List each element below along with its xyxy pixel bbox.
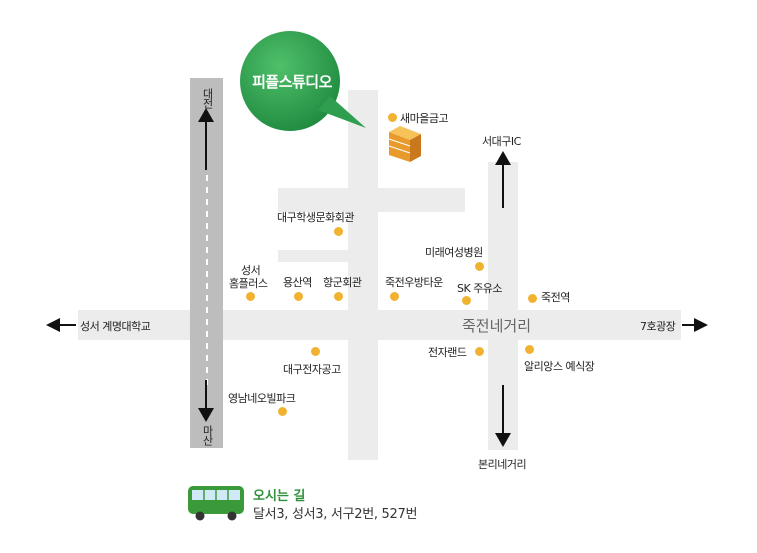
electronics-land-label: 전자랜드 (428, 346, 467, 359)
direction-north: 대전 (201, 88, 214, 108)
crossroad-small (278, 250, 348, 262)
direction-west: 성서 계명대학교 (80, 320, 151, 333)
sk-gas-label: SK 주유소 (457, 282, 503, 295)
building-icon (388, 126, 421, 162)
jukjeon-station-label: 죽전역 (541, 291, 570, 304)
bus-icon (188, 486, 244, 521)
jukjeon-post-dot (390, 292, 399, 301)
bus-directions-title: 오시는 길 (253, 489, 306, 504)
highway-lane-dash (206, 175, 208, 390)
direction-down-right: 본리네거리 (478, 458, 527, 471)
arrow-north-icon (198, 108, 214, 170)
crossroad-upper (278, 188, 465, 212)
homeplus-dot (246, 292, 255, 301)
mirae-hospital-dot (475, 262, 484, 271)
electronics-hs-label: 대구전자공고 (283, 363, 341, 376)
sk-gas-dot (462, 296, 471, 305)
speech-bubble (240, 31, 366, 131)
hyanggun-hall-dot (334, 292, 343, 301)
direction-south: 마산 (201, 425, 214, 445)
saemaeul-dot (388, 113, 397, 122)
bus-routes: 달서3, 성서3, 서구2번, 527번 (253, 507, 418, 522)
yeongnam-park-label: 영남네오빌파크 (228, 392, 296, 405)
hyanggun-hall-label: 향군회관 (323, 276, 362, 289)
direction-east: 7호광장 (640, 320, 676, 333)
jukjeon-post-label: 죽전우방타운 (385, 276, 443, 289)
homeplus-label-line2: 홈플러스 (229, 277, 268, 290)
business-name: 피플스튜디오 (252, 73, 332, 91)
electronics-land-dot (475, 347, 484, 356)
yongsan-station-label: 용산역 (283, 276, 312, 289)
electronics-hs-dot (311, 347, 320, 356)
yongsan-station-dot (294, 292, 303, 301)
arrow-down-right-icon (495, 385, 511, 447)
direction-up-right: 서대구IC (482, 135, 521, 148)
student-center-dot (334, 227, 343, 236)
homeplus-label-line1: 성서 (241, 264, 261, 277)
mirae-hospital-label: 미래여성병원 (425, 246, 483, 259)
student-center-label: 대구학생문화회관 (277, 211, 354, 224)
arrow-south-icon (198, 380, 214, 422)
vertical-road-center (348, 90, 378, 460)
alliance-hall-dot (525, 345, 534, 354)
alliance-hall-label: 알리앙스 예식장 (524, 360, 595, 373)
arrow-west-icon (46, 318, 76, 332)
jukjeon-station-dot (528, 294, 537, 303)
saemaeul-label: 새마을금고 (400, 112, 449, 125)
main-east-west-road (78, 310, 681, 340)
yeongnam-park-dot (278, 407, 287, 416)
arrow-up-right-icon (495, 151, 511, 208)
arrow-east-icon (682, 318, 708, 332)
intersection-label: 죽전네거리 (462, 317, 532, 335)
